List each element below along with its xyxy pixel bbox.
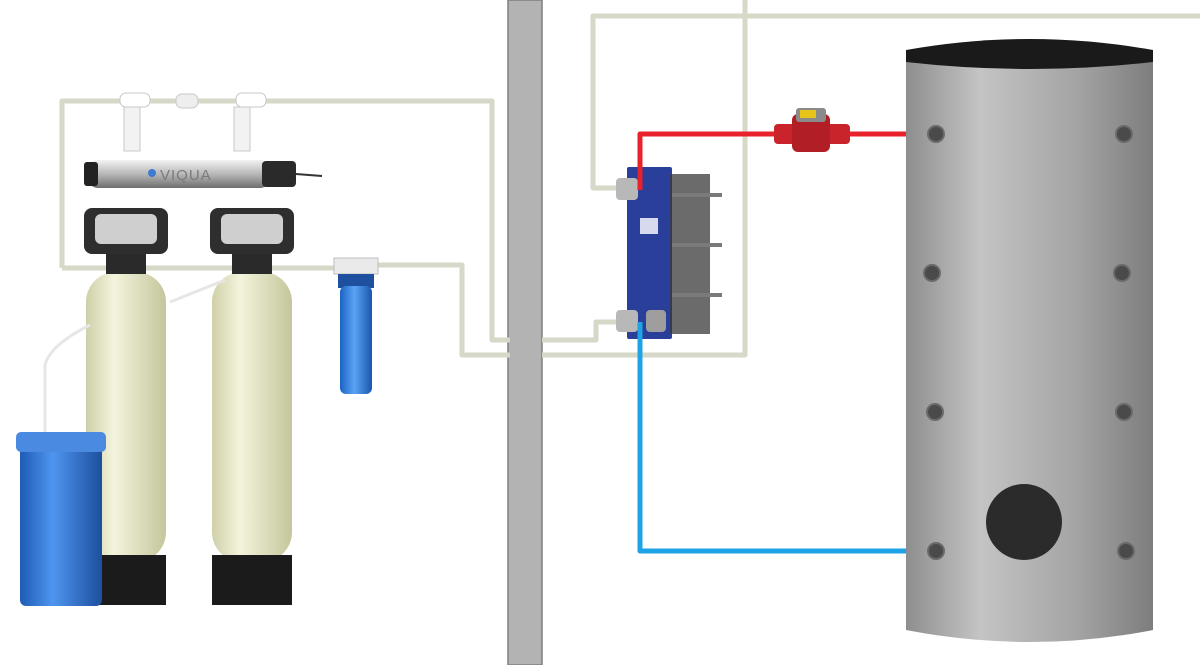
- circulation-pump-icon: [774, 108, 850, 152]
- control-valve-icon: [84, 208, 168, 254]
- brine-tank: [16, 432, 106, 606]
- control-valve-icon: [210, 208, 294, 254]
- storage-tank-icon: [906, 39, 1153, 642]
- brine-link: [169, 278, 226, 304]
- uv-brand-label: VIQUA: [160, 167, 212, 184]
- uv-sterilizer-icon: VIQUA: [84, 92, 323, 188]
- softener-tank-right: [210, 208, 294, 605]
- tank-service-flange: [986, 484, 1062, 560]
- brine-tube: [43, 323, 91, 440]
- wall: [507, 0, 543, 665]
- plate-heat-exchanger-icon: [616, 167, 722, 339]
- softener-tank-left: [84, 208, 168, 605]
- cartridge-filter-icon: [333, 257, 379, 394]
- cold-water-pipe: [637, 322, 936, 554]
